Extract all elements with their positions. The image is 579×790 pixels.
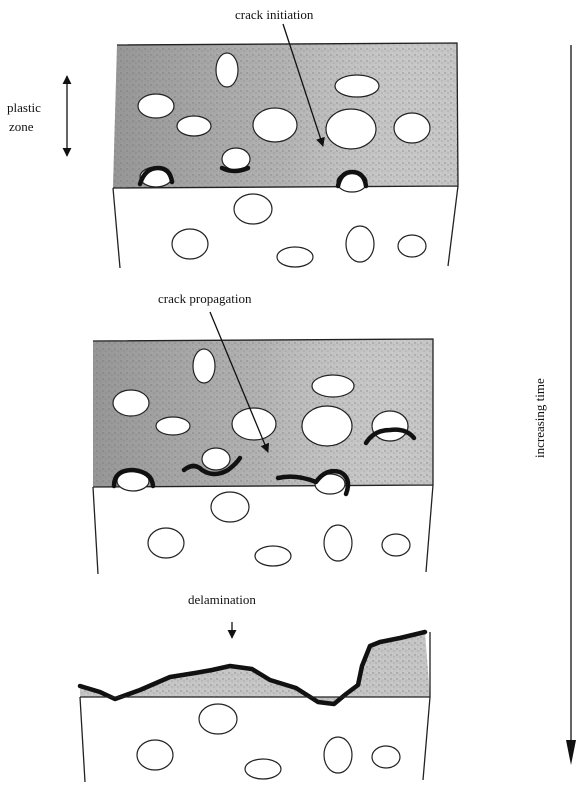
crack-propagation-label: crack propagation — [158, 291, 252, 306]
increasing-time-label: increasing time — [532, 378, 547, 458]
particle — [302, 406, 352, 446]
particle — [148, 528, 184, 558]
particle — [138, 94, 174, 118]
particle — [398, 235, 426, 257]
particle — [382, 534, 410, 556]
stage-crack-propagation: crack propagation — [93, 291, 433, 574]
stage-crack-initiation: crack initiation plastic zone — [7, 7, 458, 268]
particles — [137, 704, 400, 779]
plastic-zone-label-line1: plastic — [7, 100, 41, 115]
particle — [346, 226, 374, 262]
particle — [394, 113, 430, 143]
particle — [326, 109, 376, 149]
particle — [216, 53, 238, 87]
particle — [193, 349, 215, 383]
particle — [234, 194, 272, 224]
particle — [372, 411, 408, 441]
delamination-label: delamination — [188, 592, 256, 607]
particle — [253, 108, 297, 142]
particle — [177, 116, 211, 136]
time-axis: increasing time — [532, 45, 576, 765]
particle — [255, 546, 291, 566]
particle — [202, 448, 230, 470]
time-arrowhead — [566, 740, 576, 765]
particle — [156, 417, 190, 435]
particle — [277, 247, 313, 267]
plastic-zone-label-line2: zone — [9, 119, 34, 134]
particle — [232, 408, 276, 440]
stage-delamination: delamination — [80, 592, 430, 782]
particle — [113, 390, 149, 416]
crack-initiation-label: crack initiation — [235, 7, 314, 22]
particle — [324, 525, 352, 561]
particle — [199, 704, 237, 734]
particle — [211, 492, 249, 522]
particle — [324, 737, 352, 773]
particle — [372, 746, 400, 768]
particle — [172, 229, 208, 259]
particle — [335, 75, 379, 97]
particle — [245, 759, 281, 779]
particle — [137, 740, 173, 770]
particle — [312, 375, 354, 397]
